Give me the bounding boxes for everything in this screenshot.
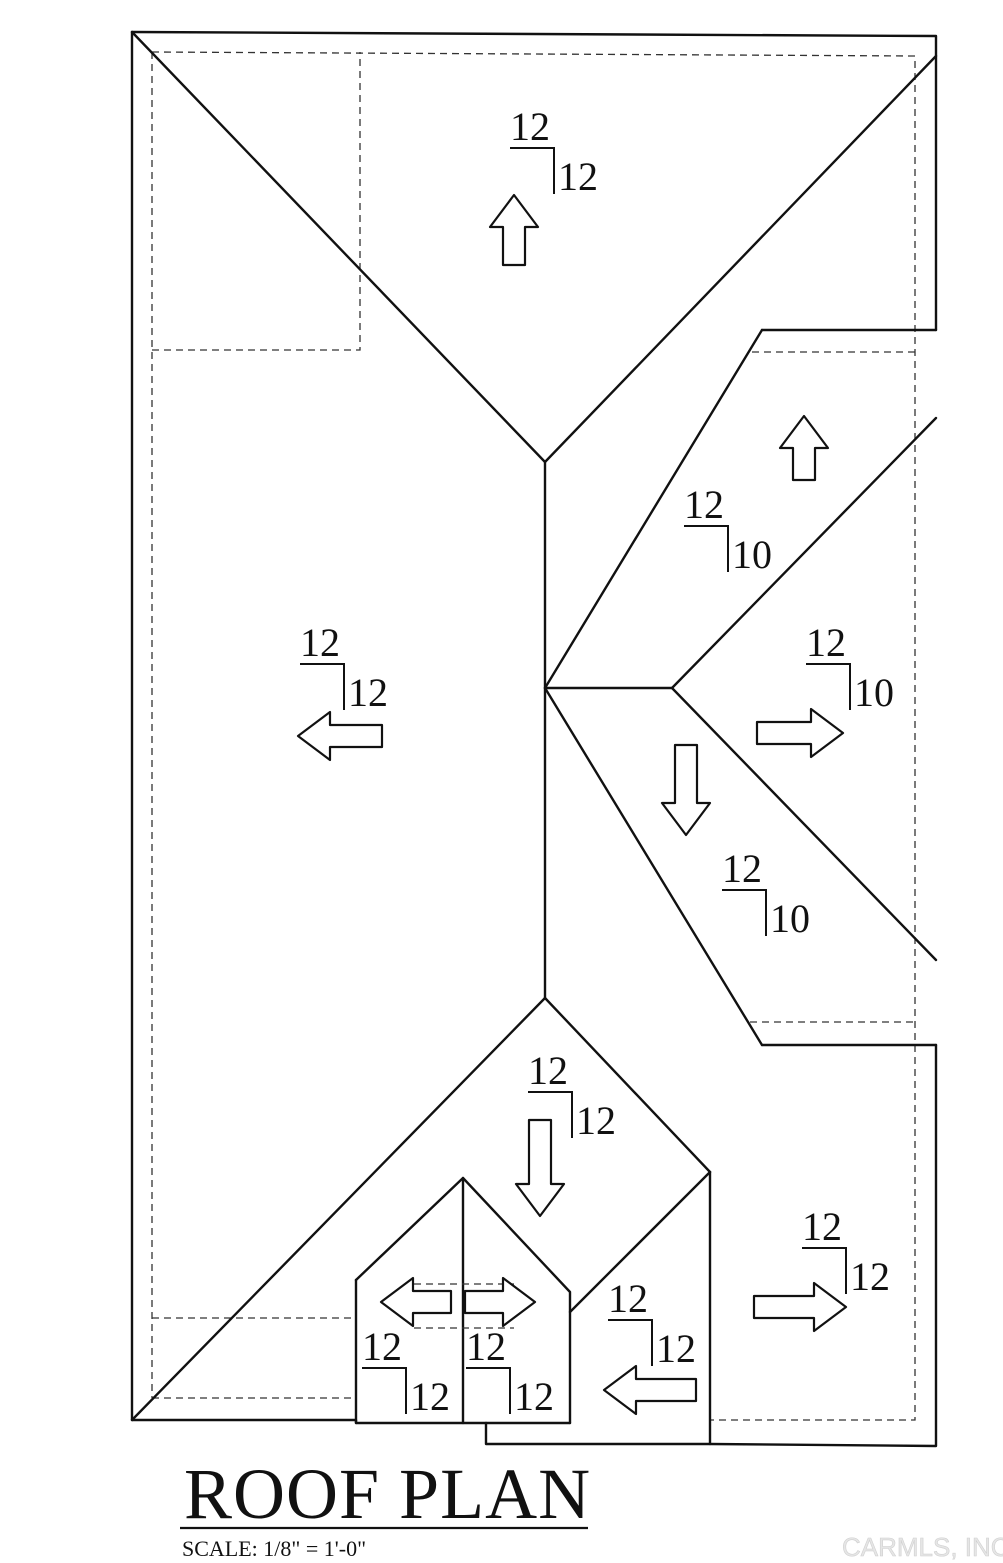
right-upper-wing	[543, 328, 938, 690]
slope-arrow-up-icon	[778, 414, 830, 482]
pitch-symbol-bar	[362, 1367, 407, 1414]
pitch-rise: 12	[576, 1098, 616, 1143]
slope-arrows	[296, 193, 848, 1416]
slope-arrow-right-icon	[463, 1276, 537, 1328]
pitch-run: 12	[362, 1324, 402, 1369]
slope-arrow-down-icon	[514, 1118, 566, 1218]
pitch-run: 12	[684, 482, 724, 527]
pitch-run: 12	[722, 846, 762, 891]
pitch-run: 12	[802, 1204, 842, 1249]
pitch-run: 12	[466, 1324, 506, 1369]
slope-arrow-up-icon	[488, 193, 540, 267]
porch-dashed	[414, 1283, 514, 1329]
pitch-symbol-bar	[806, 663, 851, 710]
right-lower-wing	[543, 686, 938, 1047]
pitch-symbol-bar	[608, 1319, 653, 1366]
wall-outline-dashed	[151, 51, 916, 1421]
pitch-rise: 10	[770, 896, 810, 941]
pitch-symbol-bar	[722, 889, 767, 936]
pitch-rise: 12	[850, 1254, 890, 1299]
pitch-symbol-bar	[684, 525, 729, 572]
drawing-title: ROOF PLAN	[184, 1454, 591, 1534]
slope-arrow-left-icon	[296, 710, 384, 762]
pitch-rise: 12	[558, 154, 598, 199]
pitch-rise: 10	[732, 532, 772, 577]
slope-arrow-left-icon	[602, 1364, 698, 1416]
pitch-symbol-bar	[528, 1091, 573, 1138]
slope-arrow-right-icon	[755, 707, 845, 759]
watermark: CARMLS, INC	[842, 1532, 1003, 1562]
pitch-symbol-bar	[300, 663, 345, 710]
pitch-run: 12	[300, 620, 340, 665]
pitch-rise: 12	[656, 1326, 696, 1371]
pitch-rise: 12	[410, 1374, 450, 1419]
slope-arrow-down-icon	[660, 743, 712, 837]
pitch-rise: 12	[348, 670, 388, 715]
pitch-rise: 12	[514, 1374, 554, 1419]
scale-note: SCALE: 1/8" = 1'-0"	[182, 1536, 366, 1561]
pitch-run: 12	[608, 1276, 648, 1321]
pitch-symbol-bar	[510, 147, 555, 194]
pitch-run: 12	[528, 1048, 568, 1093]
hip-and-ridge-lines	[130, 30, 938, 1422]
pitch-symbol-bar	[466, 1367, 511, 1414]
pitch-run: 12	[510, 104, 550, 149]
slope-arrow-left-icon	[379, 1276, 453, 1328]
pitch-symbol-bar	[802, 1247, 847, 1294]
front-gable	[354, 1170, 712, 1446]
pitch-run: 12	[806, 620, 846, 665]
pitch-rise: 10	[854, 670, 894, 715]
slope-arrow-right-icon	[752, 1281, 848, 1333]
